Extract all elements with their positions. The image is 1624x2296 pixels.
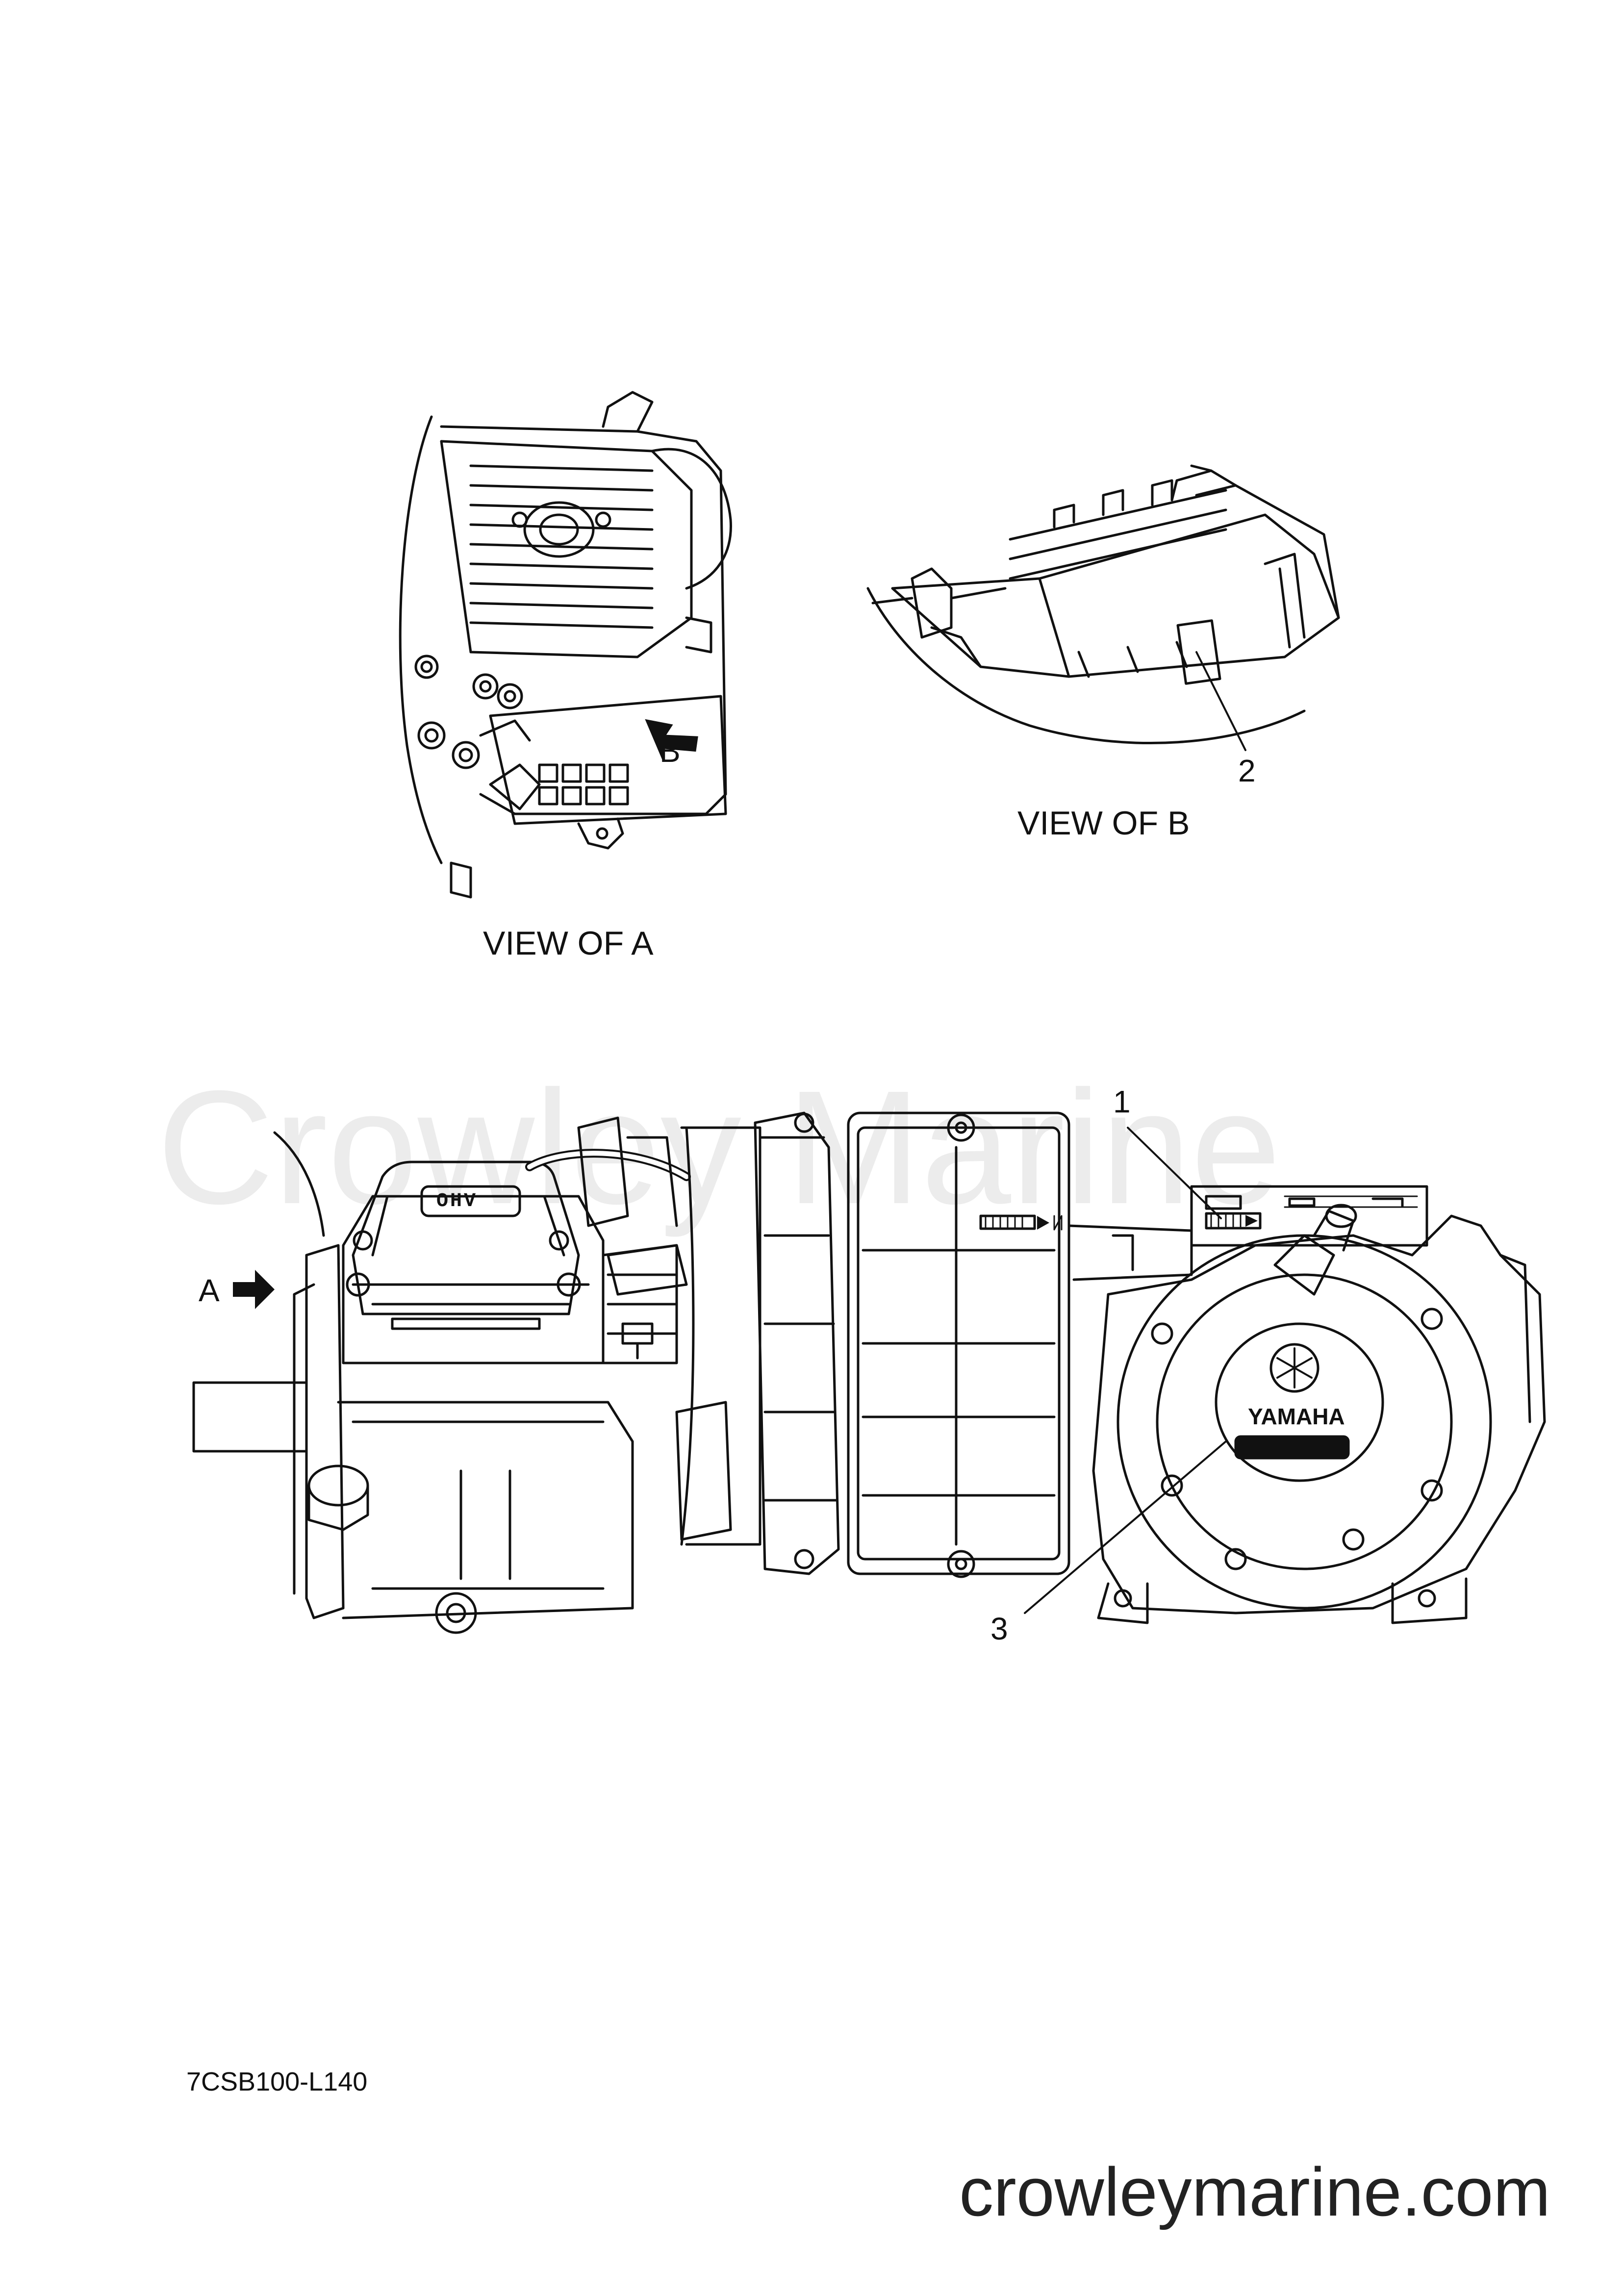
- callout-3: 3: [990, 1611, 1008, 1646]
- view-b-illustration: [866, 464, 1340, 751]
- engine-main-illustration: [192, 1111, 1546, 1634]
- leader-line-3: [1024, 1440, 1227, 1614]
- site-url[interactable]: crowleymarine.com: [959, 2153, 1550, 2230]
- view-a-title: VIEW OF A: [483, 925, 654, 962]
- callout-1: 1: [1113, 1084, 1131, 1119]
- arrow-a-label: A: [199, 1273, 220, 1308]
- arrow-a-icon: [233, 1270, 275, 1309]
- view-a-illustration: [399, 391, 732, 899]
- view-b-title: VIEW OF B: [1017, 805, 1190, 842]
- drawing-code: 7CSB100-L140: [186, 2067, 368, 2096]
- callout-2: 2: [1238, 753, 1256, 788]
- ohv-mark: OHV: [436, 1190, 478, 1212]
- watermark: Crowley Marine: [157, 1057, 1281, 1237]
- leader-line-1: [1127, 1127, 1222, 1219]
- arrow-b-label: B: [660, 733, 681, 769]
- yamaha-brand-mark: YAMAHA: [1248, 1404, 1345, 1429]
